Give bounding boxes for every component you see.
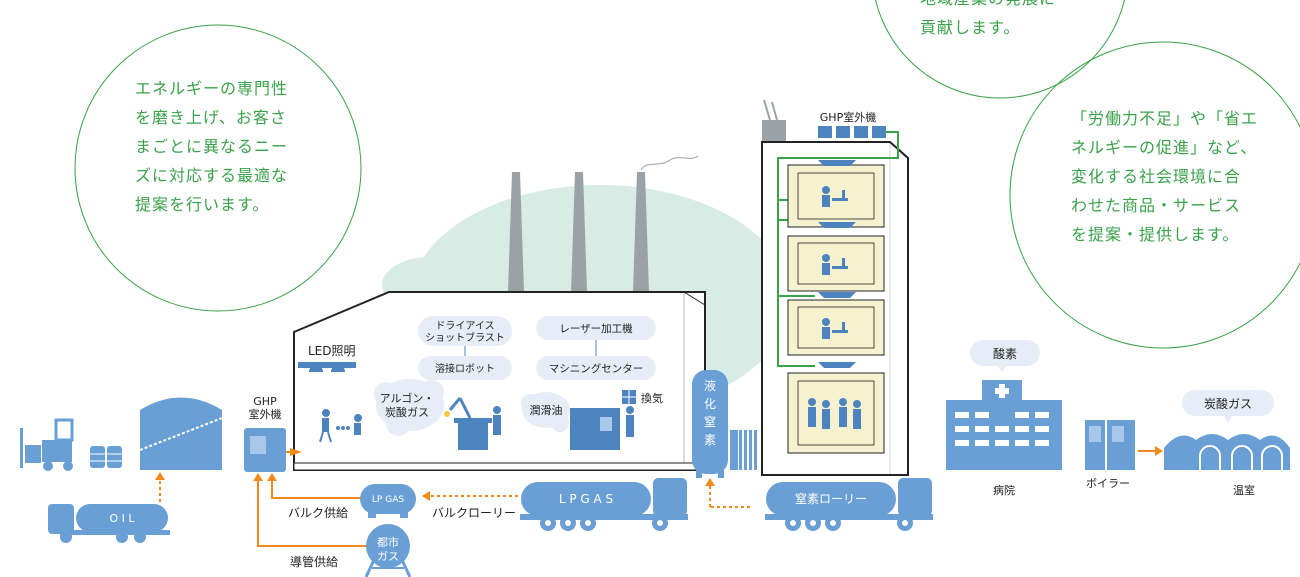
left-circle-line: ズに対応する最適な — [135, 166, 289, 185]
machining-label: マシニングセンター — [549, 362, 644, 375]
top-circle-line: 地域産業の発展に — [920, 0, 1090, 13]
led-label: LED照明 — [308, 344, 356, 358]
oxygen-pill — [970, 340, 1040, 366]
boiler-label: ボイラー — [1086, 477, 1130, 490]
machining-pill — [536, 356, 656, 380]
argon-bubble — [374, 379, 444, 436]
ghp-building-label: GHP室外機 — [820, 110, 876, 124]
right-circle-line: わせた商品・サービス — [1071, 196, 1242, 215]
oil-barrels — [90, 446, 122, 468]
dryice-label-2: ショットブラスト — [425, 331, 505, 344]
co2-pill — [1182, 390, 1274, 416]
oxygen-label: 酸素 — [993, 346, 1017, 361]
ghp-left-label-2: 室外機 — [249, 407, 282, 421]
lube-bubble — [521, 392, 570, 432]
right-circle-line: を提案・提供します。 — [1071, 225, 1240, 244]
right-circle-line: 「労働力不足」や「省エ — [1071, 109, 1259, 128]
ghp-left-label-1: GHP — [253, 395, 277, 408]
greenhouse-label: 温室 — [1233, 483, 1255, 497]
office-floors — [787, 164, 885, 454]
city-gas-label-2: ガス — [377, 550, 399, 563]
bulk-lorry-label: バルクローリー — [432, 506, 516, 520]
city-gas-label-1: 都市 — [377, 535, 399, 549]
bulk-supply-label: バルク供給 — [288, 506, 348, 520]
laser-label: レーザー加工機 — [559, 322, 633, 335]
nitrogen-tank — [692, 370, 757, 478]
lube-label: 潤滑油 — [530, 403, 563, 417]
oil-storage-tank — [139, 397, 223, 470]
pipe-supply-label: 導管供給 — [290, 554, 338, 569]
pipe-supply-pipe — [257, 476, 368, 547]
chimneys — [508, 155, 699, 292]
left-circle-line: エネルギーの専門性 — [135, 79, 289, 98]
oil-truck — [48, 504, 170, 543]
ghp-to-factory-arrow — [290, 448, 302, 456]
left-message-circle — [74, 24, 362, 312]
welding-label: 溶接ロボット — [435, 362, 495, 375]
hospital-label: 病院 — [993, 483, 1015, 497]
ceiling-ac-units — [818, 160, 856, 368]
right-circle-line: 変化する社会環境に合 — [1071, 167, 1242, 186]
city-gas-tower — [364, 524, 412, 577]
lpgas-tank — [360, 484, 416, 518]
oil-truck-label: O I L — [109, 512, 135, 525]
led-lamps — [309, 365, 345, 372]
top-circle-message: 地域産業の発展に 貢献します。 — [920, 0, 1090, 42]
nitrogen-tank-char-2: 化 — [704, 397, 716, 411]
left-circle-line: 提案を行います。 — [135, 195, 270, 214]
right-circle-line: ネルギーの促進」など、 — [1071, 138, 1258, 157]
nitrogen-tank-char-4: 素 — [704, 433, 716, 447]
argon-label-2: 炭酸ガス — [385, 405, 429, 419]
left-circle-message: エネルギーの専門性 を磨き上げ、お客さ まごとに異なるニー ズに対応する最適な … — [135, 74, 335, 219]
ghp-left-unit — [244, 428, 286, 472]
left-circle-line: まごとに異なるニー — [135, 137, 289, 156]
top-circle-line: 貢献します。 — [920, 18, 1021, 37]
co2-label: 炭酸ガス — [1204, 396, 1252, 411]
welding-robot-icon — [444, 397, 501, 450]
worker-icon — [319, 409, 362, 443]
led-light-bar — [298, 362, 356, 368]
right-circle-message: 「労働力不足」や「省エ ネルギーの促進」など、 変化する社会環境に合 わせた商品… — [1071, 104, 1281, 249]
boiler-icon — [1085, 420, 1135, 470]
office-workers — [808, 186, 861, 429]
top-message-circle — [875, 0, 1125, 99]
vent-icon — [622, 390, 636, 404]
greenhouse-icon — [1164, 434, 1290, 470]
dryice-label-1: ドライアイス — [435, 320, 494, 332]
bulk-supply-pipe — [271, 476, 362, 499]
laser-pill — [536, 316, 656, 340]
forklift-icon — [20, 418, 74, 471]
nitrogen-lorry-label: 窒素ローリー — [795, 491, 867, 506]
dryice-pill — [418, 316, 512, 346]
ghp-building-units — [818, 126, 886, 138]
machining-center-icon — [570, 406, 634, 450]
lpgas-tank-label: LP GAS — [372, 495, 404, 505]
hospital-icon — [946, 380, 1062, 470]
nitrogen-lorry — [765, 478, 933, 531]
nitrogen-tank-char-1: 液 — [704, 378, 716, 393]
lpgas-truck-label: L P G A S — [559, 492, 613, 506]
vent-label: 換気 — [641, 391, 663, 405]
lpgas-truck — [520, 478, 688, 531]
nitrogen-tank-char-3: 窒 — [704, 414, 716, 429]
right-message-circle — [1009, 41, 1300, 349]
argon-label-1: アルゴン・ — [380, 391, 435, 405]
welding-pill — [418, 356, 512, 380]
left-circle-line: を磨き上げ、お客さ — [135, 108, 287, 127]
